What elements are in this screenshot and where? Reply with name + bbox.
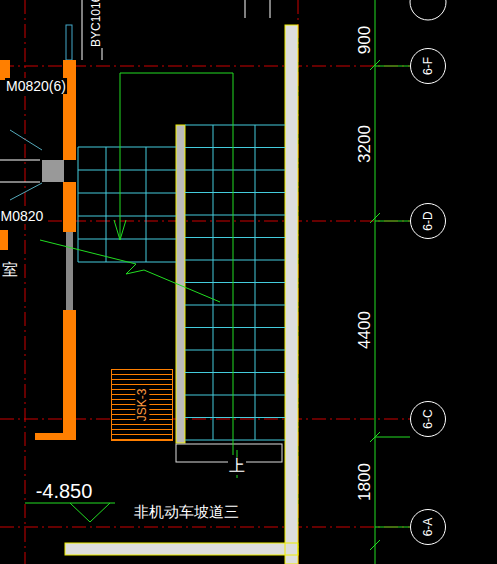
stair-tread	[185, 305, 285, 306]
stair-tread	[185, 440, 285, 441]
stair-tread	[185, 260, 285, 261]
stair-tread	[78, 239, 176, 240]
stair-tread	[185, 192, 285, 193]
stair-tread	[255, 125, 256, 440]
stair-tread	[146, 147, 147, 262]
axis-label: 6-F	[422, 57, 434, 75]
axis-label: 6-C	[422, 409, 434, 428]
shaft-box: JSK-3	[111, 369, 173, 441]
dimension: 1800	[355, 462, 374, 502]
axis-bubble: 6-A	[410, 509, 446, 545]
stair-tread	[78, 193, 176, 194]
stair-tread	[185, 170, 285, 171]
axis-label: 6-D	[422, 211, 434, 230]
ramp-name: 非机动车坡道三	[133, 503, 240, 520]
stair-tread	[78, 147, 79, 262]
stair-tread	[78, 170, 176, 171]
stair-tread	[213, 125, 214, 440]
dimension: 3200	[355, 124, 374, 164]
axis-bubble: 6-F	[410, 48, 446, 84]
stair-tread	[185, 417, 285, 418]
dimension: 900	[355, 25, 374, 55]
stair-tread	[78, 216, 176, 217]
stair-tread	[185, 215, 285, 216]
stair-tread	[185, 395, 285, 396]
axis-bubble: 6-D	[410, 203, 446, 239]
stair-tread	[185, 282, 285, 283]
stair-tread	[185, 372, 285, 373]
elevation: -4.850	[35, 480, 94, 502]
axis-label: 6-A	[422, 518, 434, 537]
stair-tread	[185, 147, 285, 148]
room-name: 室	[1, 261, 19, 279]
window-tag: BYC1016a	[89, 0, 103, 48]
stair-tread	[106, 147, 107, 262]
stair-tread	[185, 327, 285, 328]
axis-bubble: 6-C	[410, 401, 446, 437]
stair-tread	[78, 147, 176, 148]
stair-tread	[185, 125, 285, 126]
door-tag: M0820	[0, 208, 44, 224]
stair-tread	[185, 350, 285, 351]
up-mark: 上	[228, 457, 246, 475]
stair-tread	[185, 237, 285, 238]
dimension: 4400	[355, 310, 374, 350]
door-tag: M0820(6)	[5, 78, 67, 94]
shaft-label: JSK-3	[135, 388, 149, 423]
